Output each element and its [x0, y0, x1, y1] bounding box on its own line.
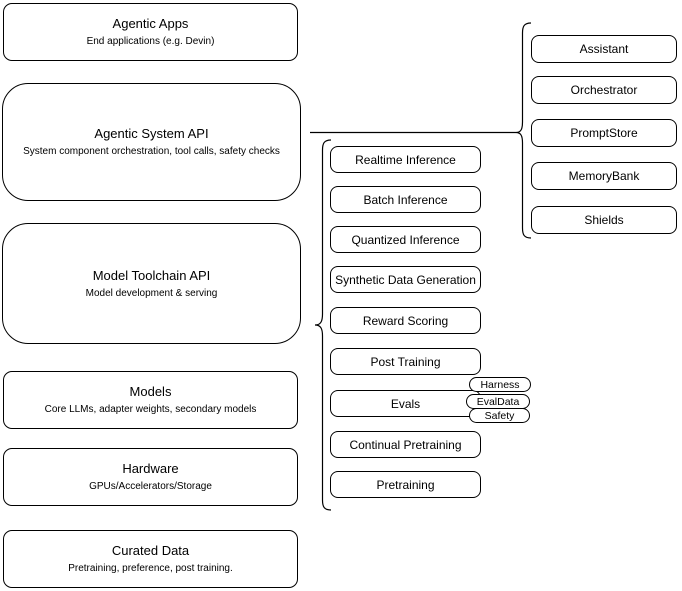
box-subtitle: GPUs/Accelerators/Storage [89, 481, 212, 492]
evals-tag-safety: Safety [469, 408, 530, 423]
toolchain-item-post-training: Post Training [330, 348, 481, 375]
toolchain-item-label: Synthetic Data Generation [335, 272, 476, 287]
component-label: Orchestrator [570, 83, 638, 97]
component-label: PromptStore [570, 126, 638, 140]
box-subtitle: Model development & serving [85, 287, 218, 299]
evals-tag-label: EvalData [476, 395, 520, 408]
toolchain-item-synthetic-data-generation: Synthetic Data Generation [330, 266, 481, 293]
toolchain-item-label: Realtime Inference [355, 152, 456, 167]
toolchain-item-label: Continual Pretraining [349, 437, 462, 452]
toolchain-item-realtime-inference: Realtime Inference [330, 146, 481, 173]
toolchain-item-continual-pretraining: Continual Pretraining [330, 431, 481, 458]
box-title: Agentic System API [94, 126, 209, 141]
box-subtitle: System component orchestration, tool cal… [23, 146, 280, 157]
toolchain-item-batch-inference: Batch Inference [330, 186, 481, 213]
box-title: Model Toolchain API [92, 267, 211, 283]
box-models: Models Core LLMs, adapter weights, secon… [3, 371, 298, 429]
system-components-brace [515, 22, 532, 239]
component-assistant: Assistant [531, 35, 677, 63]
box-title: Curated Data [111, 543, 190, 558]
evals-tag-evaldata: EvalData [466, 394, 530, 409]
toolchain-item-reward-scoring: Reward Scoring [330, 307, 481, 334]
toolchain-item-label: Reward Scoring [362, 313, 449, 328]
box-subtitle: Pretraining, preference, post training. [68, 563, 233, 574]
box-subtitle: Core LLMs, adapter weights, secondary mo… [44, 404, 257, 415]
box-title: Models [129, 384, 172, 399]
toolchain-brace [314, 139, 332, 511]
box-curated-data: Curated Data Pretraining, preference, po… [3, 530, 298, 588]
box-title: Hardware [122, 461, 179, 476]
toolchain-item-evals: Evals [330, 390, 481, 417]
evals-tag-label: Harness [480, 378, 520, 391]
component-promptstore: PromptStore [531, 119, 677, 147]
box-title: Agentic Apps [112, 16, 189, 31]
component-memorybank: MemoryBank [531, 162, 677, 190]
box-model-toolchain-api: Model Toolchain API Model development & … [2, 223, 301, 344]
toolchain-item-quantized-inference: Quantized Inference [330, 226, 481, 253]
toolchain-item-label: Quantized Inference [351, 232, 460, 247]
toolchain-item-label: Post Training [370, 354, 441, 369]
toolchain-item-label: Evals [390, 396, 421, 411]
box-agentic-system-api: Agentic System API System component orch… [2, 83, 301, 201]
evals-tag-harness: Harness [469, 377, 531, 392]
box-hardware: Hardware GPUs/Accelerators/Storage [3, 448, 298, 506]
component-label: Assistant [579, 42, 629, 56]
toolchain-item-label: Pretraining [376, 477, 435, 492]
evals-tag-label: Safety [484, 409, 515, 422]
toolchain-item-label: Batch Inference [363, 192, 448, 207]
component-orchestrator: Orchestrator [531, 76, 677, 104]
component-label: MemoryBank [568, 169, 640, 183]
box-agentic-apps: Agentic Apps End applications (e.g. Devi… [3, 3, 298, 61]
toolchain-item-pretraining: Pretraining [330, 471, 481, 498]
component-label: Shields [584, 213, 624, 227]
box-subtitle: End applications (e.g. Devin) [86, 36, 215, 47]
component-shields: Shields [531, 206, 677, 234]
